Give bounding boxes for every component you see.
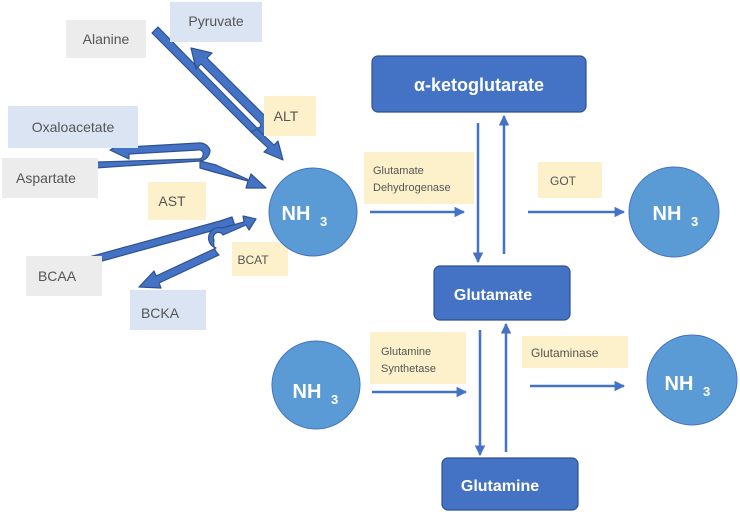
nh3-top-right-sub: 3 <box>691 214 698 229</box>
label-bcka: BCKA <box>130 290 206 330</box>
alt-transamination-arrow <box>151 26 284 161</box>
enzyme-ast-text: AST <box>158 193 186 209</box>
node-glutamate: Glutamate <box>433 265 571 321</box>
label-oxaloacetate: Oxaloacetate <box>8 106 138 148</box>
node-akg-text: α-ketoglutarate <box>414 75 544 95</box>
node-alpha-ketoglutarate: α-ketoglutarate <box>371 55 587 113</box>
nh3-center-sub: 3 <box>320 214 327 229</box>
enzyme-got-text: GOT <box>550 174 577 188</box>
enzyme-glutaminase: Glutaminase <box>522 336 628 368</box>
nh3-circle-bottom-right: NH 3 <box>646 334 738 426</box>
enzyme-glutaminase-text: Glutaminase <box>531 346 599 360</box>
enzyme-ast: AST <box>148 182 206 220</box>
label-bcaa: BCAA <box>26 256 102 296</box>
nh3-center-text: NH <box>282 203 311 225</box>
enzyme-gdh-line1: Glutamate <box>373 165 424 177</box>
label-bcka-text: BCKA <box>141 305 180 321</box>
label-aspartate-text: Aspartate <box>16 170 76 186</box>
nh3-bottom-right-text: NH <box>665 373 694 395</box>
label-aspartate: Aspartate <box>2 158 98 198</box>
nh3-bottom-left-sub: 3 <box>331 392 338 407</box>
enzyme-glutamate-dehydrogenase: Glutamate Dehydrogenase <box>364 152 474 204</box>
ast-transamination-arrow <box>64 139 267 189</box>
enzyme-glutamine-synthetase: Glutamine Synthetase <box>370 332 466 384</box>
nh3-top-right-text: NH <box>653 203 682 225</box>
enzyme-bcat: BCAT <box>232 242 288 276</box>
enzyme-gdh-line2: Dehydrogenase <box>373 182 451 194</box>
enzyme-gs-line1: Glutamine <box>381 346 431 358</box>
label-alanine: Alanine <box>66 20 146 58</box>
node-glutamate-text: Glutamate <box>454 287 532 304</box>
label-bcaa-text: BCAA <box>38 268 77 284</box>
enzyme-got: GOT <box>538 162 602 198</box>
label-oxaloacetate-text: Oxaloacetate <box>32 119 115 135</box>
enzyme-alt: ALT <box>264 96 316 136</box>
enzyme-bcat-text: BCAT <box>237 253 269 267</box>
label-alanine-text: Alanine <box>83 31 130 47</box>
nh3-bottom-left-text: NH <box>293 381 322 403</box>
label-pyruvate-text: Pyruvate <box>188 13 243 29</box>
nh3-bottom-right-sub: 3 <box>703 384 710 399</box>
enzyme-alt-text: ALT <box>274 108 299 124</box>
node-glutamine: Glutamine <box>441 457 579 511</box>
label-pyruvate: Pyruvate <box>170 2 262 42</box>
nh3-circle-bottom-left: NH 3 <box>271 340 361 430</box>
node-glutamine-text: Glutamine <box>461 478 539 495</box>
nh3-circle-top-right: NH 3 <box>628 166 720 258</box>
enzyme-gs-line2: Synthetase <box>381 363 436 375</box>
nh3-circle-center: NH 3 <box>268 167 358 257</box>
